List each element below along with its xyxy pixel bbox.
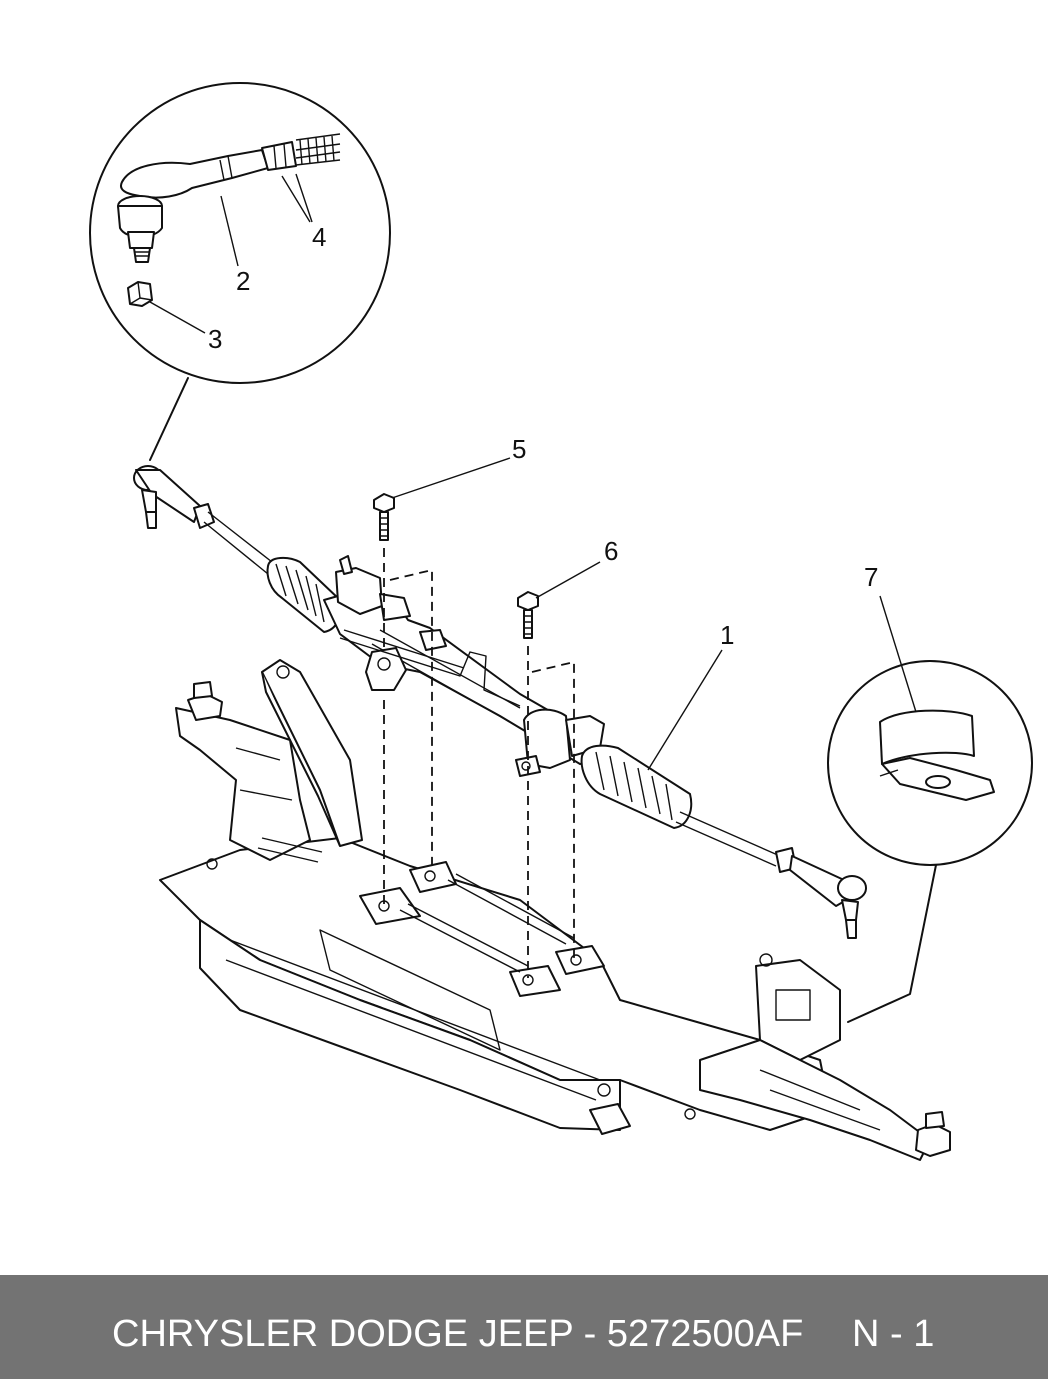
bushing-detail-circle: 7 <box>827 562 1033 866</box>
bolt-5: 5 <box>373 434 526 541</box>
callout-2: 2 <box>236 266 250 296</box>
part-number-label: CHRYSLER DODGE JEEP - 5272500AF <box>112 1313 804 1355</box>
front-crossmember <box>159 659 951 1161</box>
tie-rod-end-detail-circle: 2 3 4 <box>89 82 391 384</box>
callout-6: 6 <box>604 536 618 566</box>
steering-gear-assembly: 1 <box>133 465 867 939</box>
page-label: N - 1 <box>852 1313 935 1355</box>
callout-5: 5 <box>512 434 526 464</box>
steering-gear-exploded-diagram: 2 3 4 7 <box>89 82 1033 1161</box>
footer-bar: CHRYSLER DODGE JEEP - 5272500AF N - 1 <box>0 1275 1048 1379</box>
callout-7: 7 <box>864 562 878 592</box>
callout-4: 4 <box>312 222 326 252</box>
mounting-alignment-lines <box>383 548 575 978</box>
bolt-6: 6 <box>517 536 618 639</box>
callout-1: 1 <box>720 620 734 650</box>
callout-3: 3 <box>208 324 222 354</box>
